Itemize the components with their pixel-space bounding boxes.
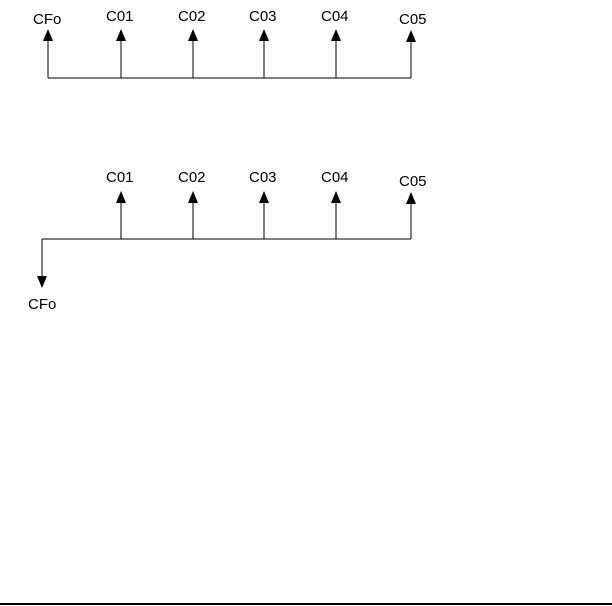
cash-flow-diagram-1 xyxy=(43,29,416,78)
label-c04-bottom: C04 xyxy=(321,169,349,186)
arrow-head-up-icon xyxy=(43,29,53,41)
label-c05-bottom: C05 xyxy=(399,173,427,190)
label-cf0-bottom: CFo xyxy=(28,296,56,313)
label-c02-bottom: C02 xyxy=(178,169,206,186)
cash-flow-diagram-2 xyxy=(37,191,416,288)
label-c03-bottom: C03 xyxy=(249,169,277,186)
arrow-head-up-icon xyxy=(406,30,416,42)
arrow-head-up-icon xyxy=(331,29,341,41)
arrow-head-up-icon xyxy=(116,29,126,41)
label-c01-top: C01 xyxy=(106,8,134,25)
label-cf0-top: CFo xyxy=(33,11,61,28)
arrow-head-up-icon xyxy=(188,29,198,41)
arrow-head-up-icon xyxy=(116,191,126,203)
bottom-divider xyxy=(0,603,612,605)
arrow-head-up-icon xyxy=(331,191,341,203)
arrow-head-up-icon xyxy=(259,29,269,41)
arrow-head-up-icon xyxy=(259,191,269,203)
arrow-head-down-icon xyxy=(37,276,47,288)
arrow-head-up-icon xyxy=(406,192,416,204)
label-c05-top: C05 xyxy=(399,11,427,28)
label-c04-top: C04 xyxy=(321,8,349,25)
label-c01-bottom: C01 xyxy=(106,169,134,186)
arrow-head-up-icon xyxy=(188,191,198,203)
label-c02-top: C02 xyxy=(178,8,206,25)
label-c03-top: C03 xyxy=(249,8,277,25)
